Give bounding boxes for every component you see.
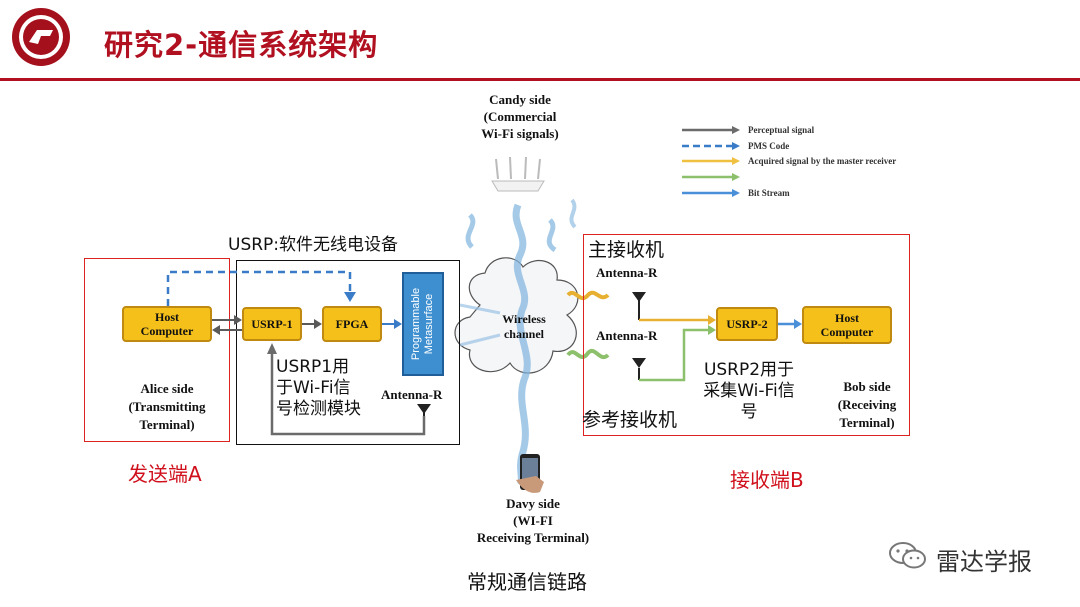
legend-line-perceptual xyxy=(682,126,740,134)
davy-side-label: Davy side (WI-FI Receiving Terminal) xyxy=(476,496,590,545)
receiver-caption: 接收端B xyxy=(730,468,804,492)
usrp1-box: USRP-1 xyxy=(242,307,302,341)
candy-side-label: Candy side (Commercial Wi-Fi signals) xyxy=(481,92,559,141)
reference-receiver-label: 参考接收机 xyxy=(582,409,678,431)
bob-side-label: Bob side (Receiving Terminal) xyxy=(837,379,897,430)
usrp-caption: USRP:软件无线电设备 xyxy=(228,235,399,255)
usrp2-box: USRP-2 xyxy=(716,307,778,341)
receiver-frame xyxy=(583,234,910,436)
wifi-router-icon xyxy=(491,156,545,192)
usrp-frame xyxy=(236,260,460,445)
bob-host-computer: Host Computer xyxy=(802,306,892,344)
watermark-text: 雷达学报 xyxy=(936,548,1032,576)
usrp-antenna-label: Antenna-R xyxy=(381,387,443,402)
alice-side-label: Alice side (Transmitting Terminal) xyxy=(128,381,206,432)
legend: Perceptual signal PMS Code Acquired sign… xyxy=(680,122,950,202)
conventional-link-caption: 常规通信链路 xyxy=(467,570,587,594)
transmitter-frame xyxy=(84,258,230,442)
legend-line-reference xyxy=(682,173,740,181)
alice-host-computer: Host Computer xyxy=(122,306,212,342)
wireless-channel-label: Wireless channel xyxy=(502,312,546,341)
transmitter-caption: 发送端A xyxy=(128,462,202,486)
legend-label-perceptual: Perceptual signal xyxy=(748,125,815,135)
legend-line-pms xyxy=(682,142,740,150)
fpga-box: FPGA xyxy=(322,306,382,342)
receiver-antenna-top-label: Antenna-R xyxy=(596,265,658,280)
legend-line-bitstream xyxy=(682,189,740,197)
receiver-connections xyxy=(632,292,802,382)
legend-label-bitstream: Bit Stream xyxy=(748,188,790,198)
wireless-channel-illustration xyxy=(454,198,610,485)
smartphone-icon xyxy=(516,454,544,493)
legend-label-pms: PMS Code xyxy=(748,141,790,151)
receiver-antenna-mid-label: Antenna-R xyxy=(596,328,658,343)
page-title: 研究2-通信系统架构 xyxy=(104,28,379,62)
journal-logo-icon xyxy=(12,8,70,66)
transmitter-connections xyxy=(166,270,431,436)
title-divider xyxy=(0,78,1080,81)
main-receiver-label: 主接收机 xyxy=(588,239,665,261)
usrp2-note: USRP2用于 采集Wi-Fi信 号 xyxy=(703,360,795,422)
wechat-icon xyxy=(889,542,926,569)
usrp1-note: USRP1用 于Wi-Fi信 号检测模块 xyxy=(276,357,361,419)
legend-line-acquired xyxy=(682,157,740,165)
legend-label-acquired: Acquired signal by the master receiver xyxy=(748,156,897,166)
